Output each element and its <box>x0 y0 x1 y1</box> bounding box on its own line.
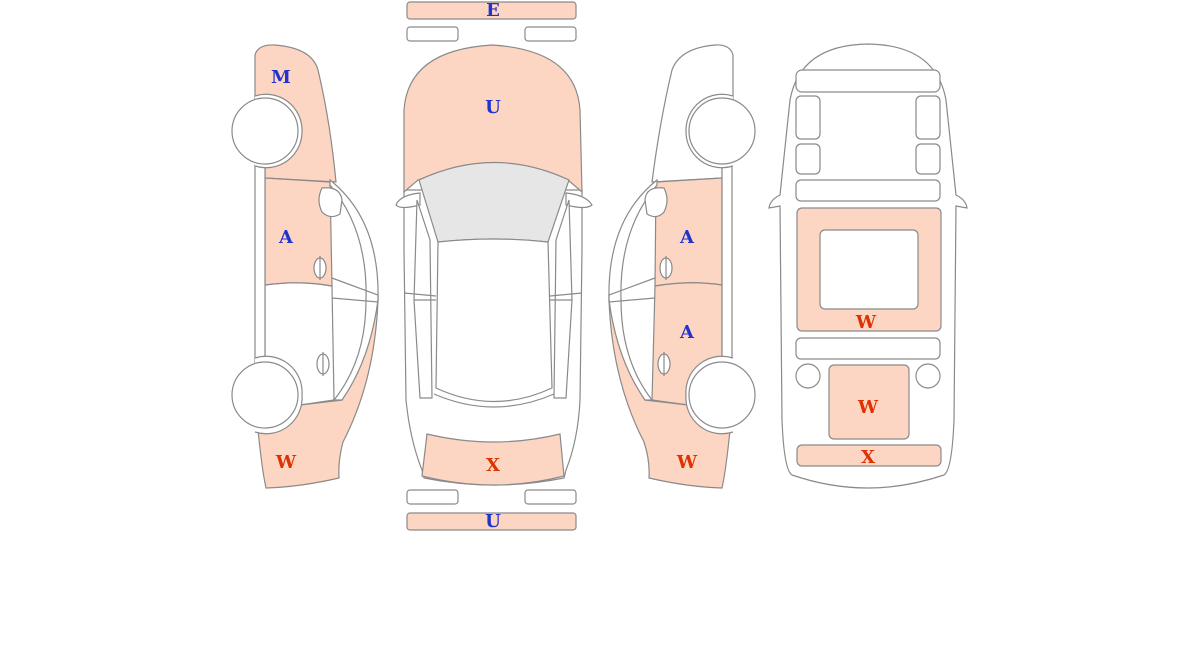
right-window-divider <box>608 277 656 303</box>
top-view: E U X U <box>395 0 593 532</box>
right-rear-handle <box>657 352 671 376</box>
left-rear-handle <box>316 352 330 376</box>
right-front-wheel <box>688 97 756 165</box>
left-front-handle <box>313 256 327 280</box>
front-bumper-label: E <box>486 0 500 21</box>
right-side-window <box>608 178 658 401</box>
rear-panel-label: X <box>486 455 500 476</box>
right-rear-quarter-label: W <box>676 452 698 473</box>
left-side-glass <box>413 199 433 399</box>
left-front-door-label: A <box>278 227 294 248</box>
roof <box>435 238 553 403</box>
windshield <box>418 162 570 243</box>
left-rear-quarter-label: W <box>275 452 297 473</box>
left-side-view: M A W <box>231 44 379 489</box>
interior-trunk[interactable] <box>796 444 942 467</box>
right-taillight <box>524 489 577 505</box>
left-front-fender-label: M <box>271 67 291 88</box>
right-rear-door-label: A <box>679 322 695 343</box>
left-front-seat-base <box>795 143 821 175</box>
right-front-door-label: A <box>679 227 695 248</box>
interior-view: W W X <box>768 43 968 489</box>
rear-bumper-panel[interactable] <box>406 512 577 531</box>
right-front-handle <box>659 256 673 280</box>
interior-rear-floor-label: W <box>857 397 879 418</box>
front-bumper-panel[interactable] <box>406 1 577 20</box>
left-front-wheel <box>231 97 299 165</box>
right-front-seat-base <box>915 143 941 175</box>
rear-seat-back <box>795 337 941 360</box>
right-sill <box>721 164 733 366</box>
front-seat-back <box>795 179 941 202</box>
left-mirror <box>395 192 421 209</box>
left-taillight <box>406 489 459 505</box>
left-window-divider <box>331 277 379 303</box>
interior-console <box>819 229 919 310</box>
left-rear-wheel <box>231 361 299 429</box>
left-side-window <box>329 178 379 401</box>
right-side-glass <box>553 199 573 399</box>
dashboard <box>795 69 941 93</box>
right-headlight <box>524 26 577 42</box>
right-side-view: A A W <box>608 44 756 489</box>
interior-front-floor-label: W <box>855 312 877 333</box>
left-sill <box>254 164 266 366</box>
right-front-seat-top <box>915 95 941 140</box>
rear-panel[interactable] <box>421 433 565 486</box>
left-door-line <box>403 292 437 301</box>
left-side-mirror <box>318 187 343 218</box>
interior-rear-floor[interactable] <box>828 364 910 440</box>
right-rear-wheel-well <box>915 363 941 389</box>
rear-bumper-label: U <box>485 511 501 532</box>
rear-window-line <box>433 393 555 408</box>
left-front-seat-top <box>795 95 821 140</box>
right-door-line <box>549 292 583 301</box>
right-rear-wheel <box>688 361 756 429</box>
left-rear-wheel-well <box>795 363 821 389</box>
left-headlight <box>406 26 459 42</box>
left-front-door[interactable] <box>264 177 333 287</box>
interior-trunk-label: X <box>861 447 875 468</box>
right-side-mirror <box>644 187 668 218</box>
bonnet-label: U <box>485 97 501 118</box>
right-mirror <box>565 192 593 209</box>
